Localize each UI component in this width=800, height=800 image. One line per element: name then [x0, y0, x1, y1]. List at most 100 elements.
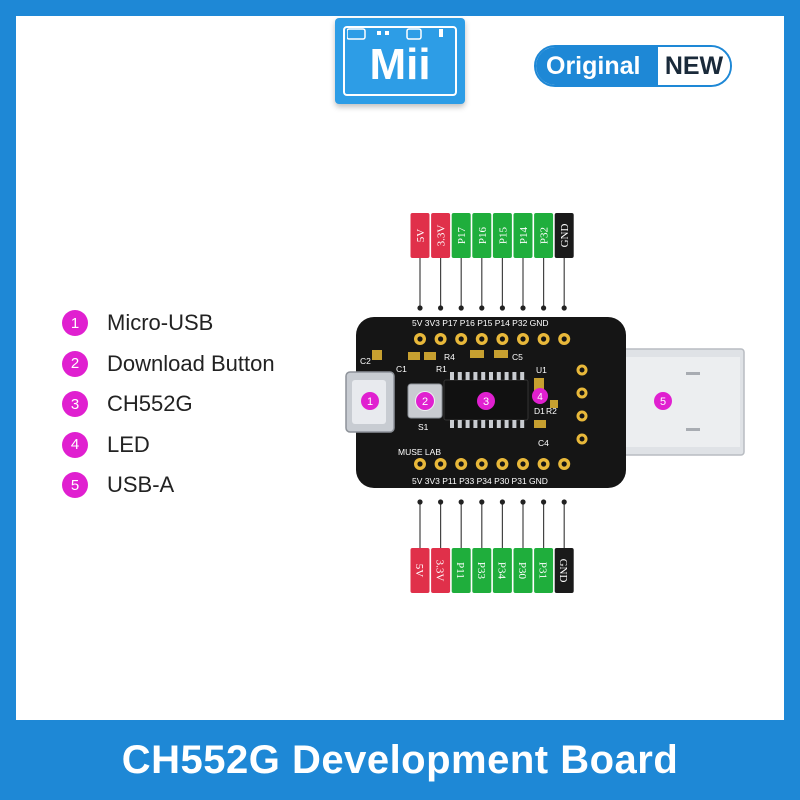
silk-ref: C5 [512, 352, 523, 362]
chip-leg [465, 372, 470, 380]
svg-text:4: 4 [537, 392, 543, 403]
chip-leg [520, 420, 525, 428]
chip-leg [481, 420, 486, 428]
chip-leg [504, 372, 509, 380]
chip-leg [512, 420, 517, 428]
silk-ref: C1 [396, 364, 407, 374]
legend-label: CH552G [107, 391, 193, 417]
pin-label-box [492, 213, 512, 258]
pin-label-box [451, 213, 471, 258]
chip-leg [457, 372, 462, 380]
pin-label-box [472, 213, 492, 258]
marker-micro-usb: 1 [361, 392, 379, 410]
legend-item: 5 USB-A [62, 465, 275, 506]
legend-number-badge: 1 [62, 310, 88, 337]
pin-label: P34 [495, 562, 507, 580]
chip-leg [465, 420, 470, 428]
pin-dot [458, 305, 464, 311]
marker-led: 4 [532, 388, 548, 404]
pin-label-box [554, 548, 574, 593]
pin-label-box [410, 548, 430, 593]
pin-dot [561, 499, 567, 505]
pin-dot [417, 305, 423, 311]
chip-leg [481, 372, 486, 380]
legend: 1 Micro-USB 2 Download Button 3 CH552G 4… [62, 303, 275, 506]
legend-number-badge: 5 [62, 472, 88, 499]
pin-label: 5V [415, 229, 427, 243]
silk-ref: U1 [536, 365, 547, 375]
legend-number-badge: 2 [62, 350, 88, 377]
pin-dot [479, 499, 485, 505]
silk-ref: R1 [436, 364, 447, 374]
pin-label-box [410, 213, 430, 258]
pin-label-box [513, 213, 533, 258]
pin-label-box [472, 548, 492, 593]
chip-leg [520, 372, 525, 380]
legend-label: USB-A [107, 472, 175, 498]
chip-leg [489, 420, 493, 428]
svg-text:3: 3 [483, 396, 489, 408]
legend-label: LED [107, 431, 150, 457]
pin-label-box [451, 548, 471, 593]
footer-title: CH552G Development Board [121, 737, 679, 782]
silkscreen-brand: MUSE LAB [398, 447, 441, 457]
chip-leg [504, 420, 509, 428]
silk-ref: R4 [444, 352, 455, 362]
pin-dot [438, 499, 444, 505]
chip-leg [450, 372, 454, 380]
pin-label-box [431, 213, 451, 258]
chip-leg [450, 420, 454, 428]
badge-original: Original [536, 47, 658, 85]
logo-text: Mii [369, 40, 431, 89]
pin-label: GND [557, 559, 569, 583]
legend-label: Micro-USB [107, 310, 214, 336]
pin-dot [541, 305, 547, 311]
legend-label: Download Button [107, 350, 275, 376]
chip-leg [496, 372, 501, 380]
marker-ch552g: 3 [477, 392, 495, 410]
pin-label-box [554, 213, 574, 258]
pin-label: P16 [477, 226, 489, 244]
chip-leg [473, 420, 478, 428]
pin-dot [499, 499, 505, 505]
chip-leg [512, 372, 517, 380]
silk-ref: D1 [534, 406, 545, 416]
silk-ref: C2 [360, 356, 371, 366]
pin-label: P32 [539, 227, 551, 244]
chip-leg [457, 420, 462, 428]
pin-dot [520, 305, 526, 311]
silk-ref: R2 [546, 406, 557, 416]
silk-ref: C4 [538, 438, 549, 448]
pin-dot [438, 305, 444, 311]
pin-dot [417, 499, 423, 505]
legend-number-badge: 3 [62, 391, 88, 418]
pin-label: P17 [456, 226, 468, 244]
pin-label: P11 [454, 562, 466, 579]
original-new-badge: Original NEW [534, 45, 732, 87]
pin-label-box [492, 548, 512, 593]
svg-text:2: 2 [422, 396, 428, 408]
chip-leg [489, 372, 493, 380]
pin-dot [458, 499, 464, 505]
pin-label: 5V [413, 564, 425, 578]
pin-label: P31 [537, 562, 549, 579]
footer-banner: CH552G Development Board [0, 720, 800, 800]
svg-text:1: 1 [367, 396, 373, 408]
legend-item: 1 Micro-USB [62, 303, 275, 344]
pin-dot [479, 305, 485, 311]
pin-dot [520, 499, 526, 505]
pin-label: P33 [475, 562, 487, 580]
svg-text:5: 5 [660, 396, 666, 408]
chip-leg [473, 372, 478, 380]
legend-item: 4 LED [62, 425, 275, 466]
silk-ref: S1 [418, 422, 429, 432]
pin-label: GND [559, 224, 571, 248]
pin-label-box [431, 548, 451, 593]
mii-logo: Mii [335, 18, 465, 104]
pin-label: 3.3V [436, 225, 448, 247]
marker-download-button: 2 [416, 392, 434, 410]
pin-dot [499, 305, 505, 311]
